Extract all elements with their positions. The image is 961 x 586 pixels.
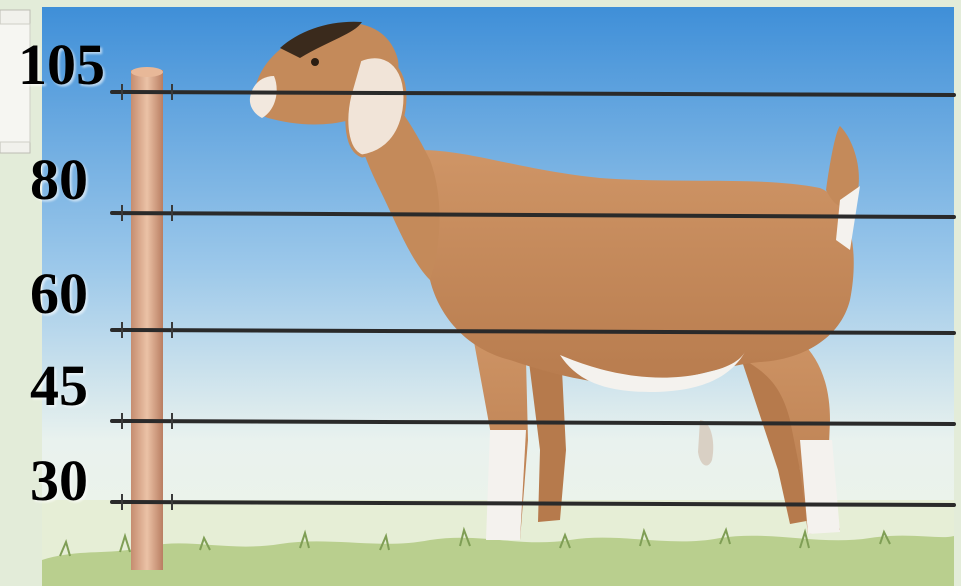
wire-height-label-30: 30	[30, 452, 88, 510]
wire-height-label-45: 45	[30, 357, 88, 415]
wire-height-label-105: 105	[18, 36, 105, 94]
fence-post	[131, 70, 163, 570]
goat-front-hoof-white	[486, 430, 526, 540]
wire-height-label-60: 60	[30, 265, 88, 323]
wire-height-label-80: 80	[30, 151, 88, 209]
goat-eye	[311, 58, 319, 66]
fence-post-top	[131, 67, 163, 77]
